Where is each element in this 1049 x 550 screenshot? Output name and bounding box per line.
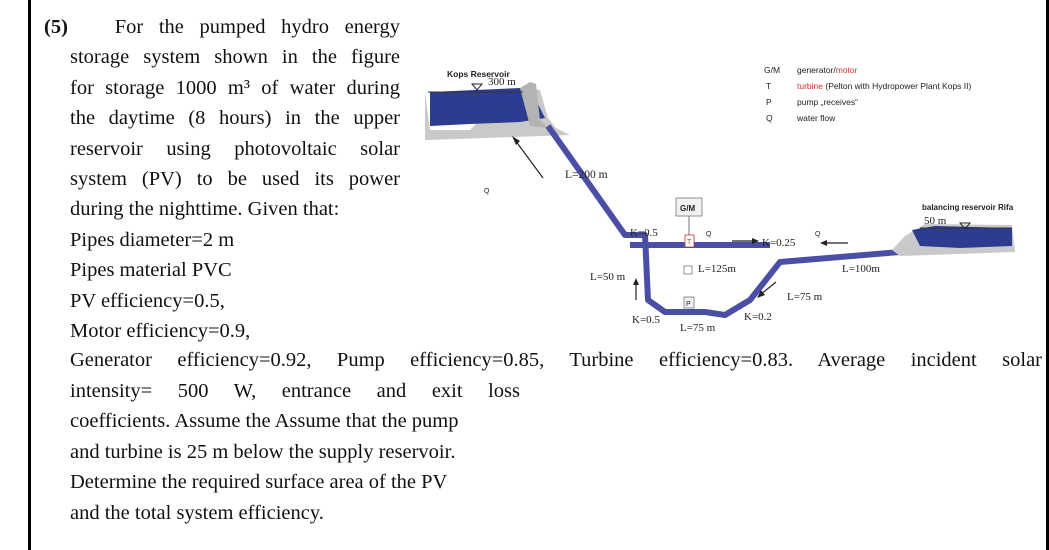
legend-text: water flow <box>796 113 836 123</box>
label-vertical-mid: L=125m <box>698 263 736 275</box>
arrow-head-icon <box>757 290 765 298</box>
problem-line: Pipes diameter=2 m <box>70 228 235 251</box>
right-border <box>1046 0 1049 550</box>
pumped-hydro-figure: Kops Reservoir 300 m balancing reservoir… <box>425 65 1015 334</box>
problem-line: system (PV) to be used its power <box>70 168 400 191</box>
lower-reservoir-water <box>912 226 1012 248</box>
p-box <box>683 296 695 309</box>
problem-line: storage system shown in the figure <box>70 46 400 69</box>
problem-line: coefficients. Assume the Assume that the… <box>70 410 459 433</box>
upper-reservoir-water <box>430 88 545 126</box>
legend-text: turbine (Pelton with Hydropower Plant Ko… <box>797 81 972 91</box>
lower-reservoir-name: balancing reservoir Rifa <box>922 203 1014 212</box>
legend-key: P <box>766 97 772 107</box>
problem-line: during the nighttime. Given that: <box>70 198 340 221</box>
label-diag-length: L=75 m <box>787 291 823 303</box>
legend-key: G/M <box>764 65 780 75</box>
label-k-bottom-right: K=0.2 <box>744 311 772 323</box>
label-right-length: L=100m <box>842 263 880 275</box>
problem-text-bottom: intensity= 500 W, entrance and exit loss… <box>70 376 520 528</box>
problem-line: PV efficiency=0.5, <box>70 289 225 312</box>
left-border <box>28 0 31 550</box>
label-k-bottom-left: K=0.5 <box>632 314 660 326</box>
t-label: T <box>687 239 692 246</box>
arrow-head-icon <box>512 136 520 145</box>
label-q: Q <box>815 231 821 238</box>
label-vertical-left: L=50 m <box>590 271 626 283</box>
legend-key: T <box>766 81 771 91</box>
p-label: P <box>686 301 691 308</box>
legend-text: pump „receives“ <box>797 97 858 107</box>
problem-number: (5) <box>44 16 68 38</box>
problem-line: and turbine is 25 m below the supply res… <box>70 440 456 463</box>
problem-line: Pipes material PVC <box>70 259 232 282</box>
valve-icon <box>683 265 693 275</box>
label-bottom-length: L=75 m <box>680 322 716 334</box>
label-k-top-left: K=0.5 <box>630 227 658 239</box>
upper-elevation: 300 m <box>488 76 516 88</box>
t-box <box>684 234 695 248</box>
upper-dam <box>520 82 548 128</box>
problem-line: Determine the required surface area of t… <box>70 471 448 494</box>
problem-text-left: (5) For the pumped hydro energy storage … <box>44 12 400 346</box>
problem-line: reservoir using photovoltaic solar <box>70 137 400 160</box>
arrow-head-icon <box>752 238 759 244</box>
problem-line: and the total system efficiency. <box>70 501 324 524</box>
problem-line: Motor efficiency=0.9, <box>70 320 251 343</box>
upper-reservoir-name: Kops Reservoir <box>447 69 511 79</box>
water-level-icon <box>958 222 972 230</box>
lower-elevation: 50 m <box>924 215 947 227</box>
label-q: Q <box>706 231 712 238</box>
problem-line-text: For the pumped hydro energy <box>114 16 400 38</box>
problem-line-wide: Generator efficiency=0.92, Pump efficien… <box>70 349 1042 371</box>
problem-line: (5) For the pumped hydro energy <box>44 12 400 42</box>
legend-key: Q <box>766 113 773 123</box>
label-penstock-length: L=200 m <box>565 169 608 181</box>
arrow-head-icon <box>820 240 827 246</box>
arrow-head-icon <box>633 278 639 285</box>
water-level-icon <box>470 83 484 91</box>
problem-line: the daytime (8 hours) in the upper <box>70 107 400 130</box>
problem-line: for storage 1000 m³ of water during <box>70 76 400 99</box>
gm-label: G/M <box>680 204 695 213</box>
penstock <box>545 124 901 318</box>
flow-arrow <box>514 139 544 179</box>
label-q: Q <box>484 188 490 195</box>
legend-text: generator/motor <box>797 65 858 75</box>
problem-line: intensity= 500 W, entrance and exit loss <box>70 380 520 402</box>
label-k-top-right: K=0.25 <box>762 237 796 249</box>
